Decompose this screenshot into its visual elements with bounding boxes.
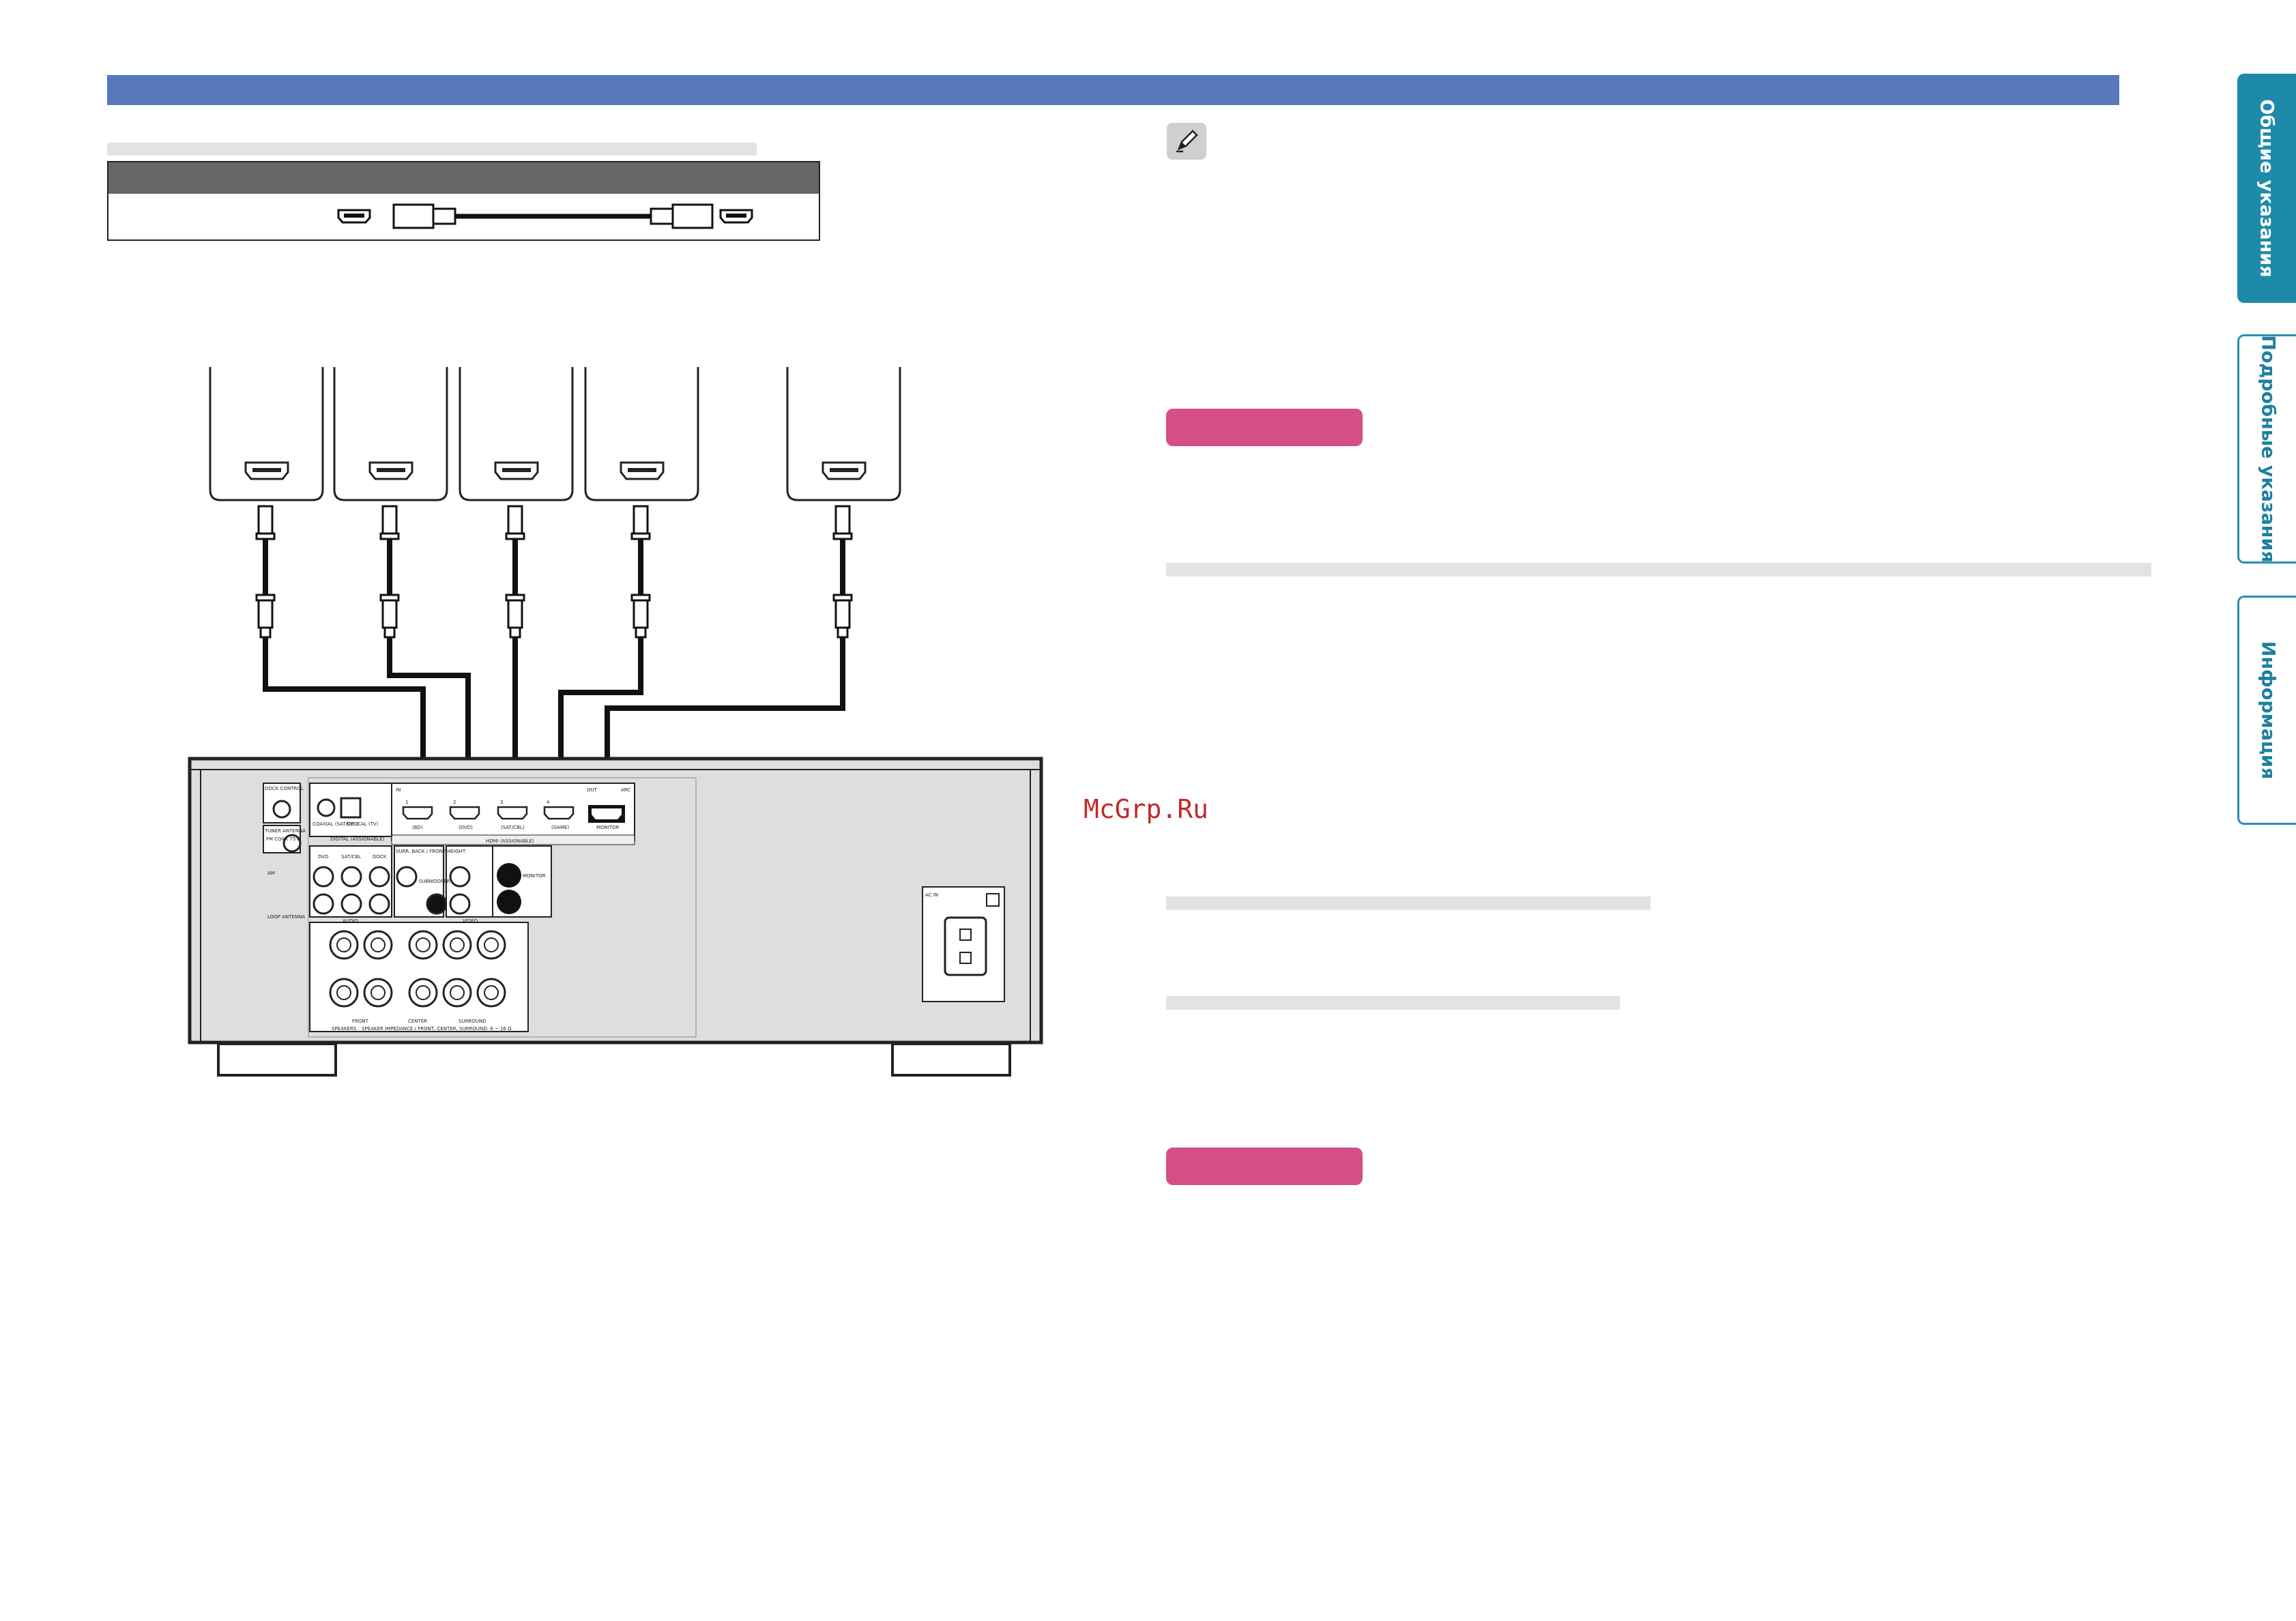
label-dock: DOCK CONTROL: [265, 786, 304, 791]
label-surr-back: SURR. BACK / FRONT HEIGHT: [396, 849, 466, 854]
label-out-badge: OUT: [587, 787, 598, 793]
hdmi-number-4: 4: [547, 800, 550, 805]
label-loop: LOOP ANTENNA: [267, 914, 305, 920]
label-speakers: SPEAKERS: [332, 1026, 357, 1032]
tab-general[interactable]: Общие указания: [2237, 74, 2296, 303]
cable-bd: [263, 634, 426, 795]
label-dock-in: DOCK: [373, 854, 387, 860]
caution-label-2: [1166, 1148, 1363, 1185]
header-bar: [107, 75, 2119, 105]
label-arc: ARC: [621, 787, 630, 793]
device-sat-cbl: [459, 367, 574, 501]
cable-legend-box: [107, 161, 820, 241]
connection-diagram: DOCK CONTROL TUNER ANTENNA FM COAX 75 Ω …: [188, 367, 1043, 1077]
label-center: CENTER: [408, 1019, 427, 1024]
section-heading-placeholder: [107, 143, 757, 156]
tab-general-label: Общие указания: [2256, 99, 2278, 278]
hdmi-number-1: 1: [405, 800, 408, 805]
tab-information[interactable]: Информация: [2237, 596, 2296, 825]
label-in-badge: IN: [396, 787, 401, 793]
hdmi-input-bd: (BD): [412, 825, 423, 830]
label-digital: DIGITAL (ASSIGNABLE): [330, 836, 385, 842]
device-tv: [786, 367, 901, 501]
cable-dvd: [387, 634, 471, 795]
label-front: FRONT: [352, 1019, 369, 1024]
section-heading-placeholder-3: [1166, 896, 1651, 910]
hdmi-cable-icon: [337, 203, 753, 229]
section-heading-placeholder-2: [1166, 563, 2151, 576]
tab-detailed[interactable]: Подробные указания: [2237, 334, 2296, 564]
label-video: VIDEO: [463, 918, 478, 924]
tab-information-label: Информация: [2257, 641, 2278, 780]
hdmi-input-dvd: (DVD): [459, 825, 473, 830]
label-monitor-video: MONITOR: [523, 873, 546, 879]
hdmi-number-2: 2: [453, 800, 456, 805]
label-satcbl: SAT/CBL: [341, 854, 361, 860]
label-audio: AUDIO: [343, 918, 358, 924]
device-bd: [209, 367, 324, 501]
label-ac-in: AC IN: [925, 892, 938, 898]
cable-legend-header: [108, 162, 819, 194]
hdmi-input-game: (GAME): [551, 825, 569, 830]
label-optical: OPTICAL (TV): [347, 821, 379, 827]
label-dvd: DVD: [318, 854, 328, 860]
tab-detailed-label: Подробные указания: [2257, 335, 2278, 563]
label-tuner: TUNER ANTENNA: [264, 828, 306, 834]
label-fm: FM COAX 75 Ω: [266, 836, 302, 842]
label-impedance: SPEAKER IMPEDANCE / FRONT, CENTER, SURRO…: [362, 1026, 512, 1032]
note-pencil-box: [1167, 123, 1206, 160]
cable-game: [558, 634, 643, 795]
label-hdmi-assignable: HDMI (ASSIGNABLE): [486, 838, 534, 844]
device-dvd: [333, 367, 448, 501]
av-receiver-rear-panel: [188, 757, 1043, 1077]
hdmi-output-monitor: MONITOR: [596, 825, 620, 830]
hdmi-input-sat: (SAT/CBL): [501, 825, 525, 830]
label-subwoofer: SUBWOOFER: [419, 879, 450, 884]
cable-tv: [605, 634, 845, 795]
device-game: [584, 367, 699, 501]
label-coax: COAXIAL (SAT/CBL): [313, 821, 359, 827]
label-am: AM: [267, 871, 275, 876]
section-heading-placeholder-4: [1166, 996, 1620, 1010]
caution-label-1: [1166, 409, 1363, 446]
label-surround: SURROUND: [459, 1019, 486, 1024]
pencil-icon: [1176, 130, 1198, 153]
watermark: McGrp.Ru: [1084, 794, 1209, 824]
hdmi-number-3: 3: [500, 800, 503, 805]
